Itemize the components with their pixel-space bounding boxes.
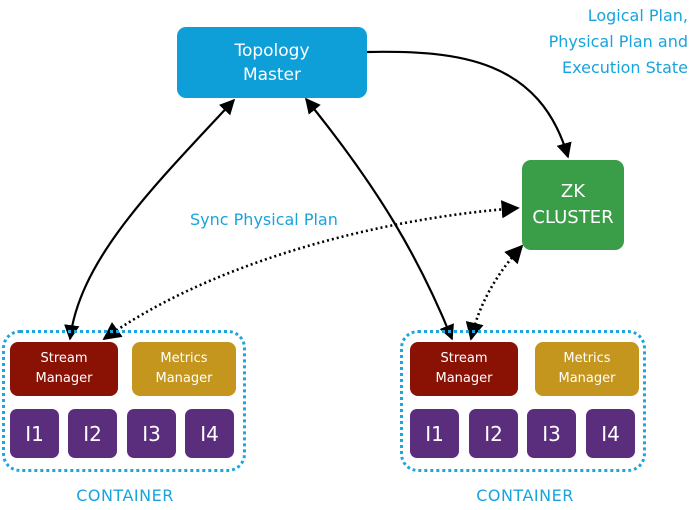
instance-right-1: I1	[410, 409, 459, 458]
stream-manager-line2: Manager	[435, 371, 493, 386]
container-right	[400, 330, 646, 472]
sync-physical-plan-label: Sync Physical Plan	[190, 210, 338, 229]
arrow-sync-right-sm-zk	[465, 244, 524, 341]
stream-manager-line1: Stream	[440, 351, 488, 366]
arrow-sync-left-sm-zk	[102, 200, 520, 341]
container-left-label: CONTAINER	[76, 486, 174, 505]
zk-cluster-node: ZK CLUSTER	[522, 160, 624, 250]
zk-cluster-line2: CLUSTER	[532, 207, 614, 228]
topology-master-line2: Master	[242, 64, 302, 85]
instance-left-4: I4	[185, 409, 234, 458]
container-right-label: CONTAINER	[476, 486, 574, 505]
plan-state-annotation: Logical Plan, Physical Plan and Executio…	[520, 3, 688, 81]
stream-manager-line2: Manager	[35, 371, 93, 386]
instance-right-3: I3	[527, 409, 576, 458]
stream-manager-line1: Stream	[40, 351, 88, 366]
metrics-manager-line1: Metrics	[563, 351, 611, 366]
topology-master-line1: Topology	[234, 40, 310, 61]
instance-right-4: I4	[586, 409, 635, 458]
instance-left-3: I3	[127, 409, 176, 458]
arrow-tm-to-zk	[366, 50, 572, 159]
metrics-manager-line2: Manager	[558, 371, 616, 386]
plan-state-line1: Logical Plan,	[587, 6, 688, 25]
instance-left-2: I2	[68, 409, 117, 458]
instance-left-1: I1	[10, 409, 59, 458]
metrics-manager-line2: Manager	[155, 371, 213, 386]
instance-right-2: I2	[469, 409, 518, 458]
plan-state-line3: Execution State	[562, 58, 688, 77]
plan-state-line2: Physical Plan and	[548, 32, 688, 51]
metrics-manager-line1: Metrics	[160, 351, 208, 366]
zk-cluster-line1: ZK	[560, 181, 586, 202]
container-left	[2, 330, 246, 472]
